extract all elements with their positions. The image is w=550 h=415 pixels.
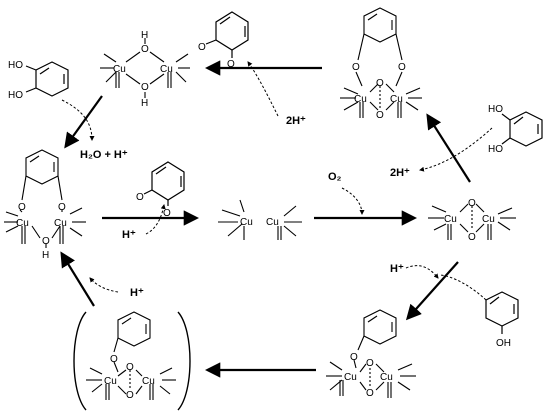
phenolate-peroxo-cu-left: Cu [344,372,357,383]
reaction-labels: 2H⁺ H₂O + H⁺ H⁺ O₂ 2H⁺ H⁺ H⁺ [80,115,410,299]
phenol-oh: OH [496,338,511,349]
phenolate-peroxo-o-top: O [366,358,374,369]
arrow-to-catecholate-hydroxo [64,95,103,149]
catalyst-complex: Cu Cu [218,199,302,240]
label-h-left: H⁺ [130,287,144,299]
dashed-arrow-phenol-in [439,274,487,301]
catecholate-peroxo-cu-left: Cu [354,94,367,105]
dashed-arrow-o2-in [341,187,365,215]
bracket-cu-left: Cu [104,376,117,387]
phenolate-peroxo-cu-right: Cu [380,372,393,383]
catecholate-hydroxo-cu-right: Cu [54,218,67,229]
catecholate-hydroxo-o-left: O [18,202,26,213]
dashed-arrow-water-release [61,99,95,141]
label-2h-right: 2H⁺ [390,167,410,179]
dashed-arrow-catechol-in [419,127,493,172]
dihydroxo-cu-left: Cu [113,64,126,75]
quinone-top-o1: O [198,42,206,53]
dashed-arrow-h-in-right [405,265,439,279]
phenol: OH [485,291,519,349]
label-2h-top: 2H⁺ [286,115,306,127]
quinone-mid-o2: O [163,208,171,219]
catecholate-hydroxo-o-right: O [58,202,66,213]
catechol-right: HO HO [488,104,543,155]
peroxo-cu-left: Cu [444,214,457,225]
main-arrows [60,60,471,378]
catecholate-peroxo-complex: O O Cu Cu O O [340,7,422,121]
catechol-right-oh2: HO [488,144,503,155]
bracket-right [177,311,191,411]
dihydroxo-h-bottom: H [141,98,148,109]
peroxo-o-top: O [468,198,476,209]
catecholate-hydroxo-cu-left: Cu [16,218,29,229]
catecholate-peroxo-o-top: O [376,78,384,89]
catecholate-peroxo-o-right: O [398,62,406,73]
catecholate-peroxo-o-bottom: O [376,110,384,121]
phenolate-peroxo-complex: O Cu Cu O O [326,309,416,399]
bracket-o-bottom: O [126,390,134,401]
bracket-intermediate: O Cu Cu O O [73,311,191,411]
dihydroxo-o-bottom: O [141,82,149,93]
catecholate-hydroxo-h-bridge: H [42,250,49,261]
quinone-mid-o1: O [136,192,144,203]
catalyst-cu-left: Cu [240,217,253,228]
dihydroxo-complex: Cu Cu O O H H [100,30,190,109]
dihydroxo-o-top: O [141,44,149,55]
arrow-to-phenolate-peroxo [405,261,459,321]
dashed-arrow-quinone-release-mid [145,204,166,235]
peroxo-o-bottom: O [468,232,476,243]
peroxo-complex: Cu Cu O O [428,198,516,243]
bracket-o-top: O [126,362,134,373]
catechol-left-oh1: HO [8,60,23,71]
arrow-bracket-to-catecholate-hydroxo [60,251,95,307]
dashed-arrow-quinone-release-top [247,61,279,117]
catecholate-peroxo-cu-right: Cu [390,94,403,105]
catechol-left: HO HO [8,60,69,101]
catecholate-hydroxo-complex: O O Cu Cu O H [4,149,86,261]
arrow-to-catecholate-peroxo [426,113,471,183]
catecholate-hydroxo-o-bridge: O [42,236,50,247]
label-water-h: H₂O + H⁺ [80,149,128,161]
dashed-side-arrows [61,61,493,301]
quinone-top-o2: O [227,59,235,70]
phenolate-peroxo-o-phenol: O [350,352,358,363]
label-h-right: H⁺ [390,263,404,275]
dihydroxo-h-top: H [141,30,148,41]
quinone-mid: O O [136,161,185,219]
bracket-left [73,311,87,411]
label-o2: O₂ [328,171,342,183]
catalyst-cu-right: Cu [266,217,279,228]
dihydroxo-cu-right: Cu [160,64,173,75]
peroxo-cu-right: Cu [482,214,495,225]
bracket-o-phenyl: O [110,354,118,365]
bracket-cu-right: Cu [142,376,155,387]
catechol-left-oh2: HO [8,90,23,101]
label-h-mid: H⁺ [122,229,136,241]
dashed-arrow-h-release-left [89,277,119,293]
catechol-right-oh1: HO [488,104,503,115]
quinone-top: O O [198,11,249,70]
phenolate-peroxo-o-bottom: O [366,388,374,399]
catecholate-peroxo-o-left: O [352,62,360,73]
